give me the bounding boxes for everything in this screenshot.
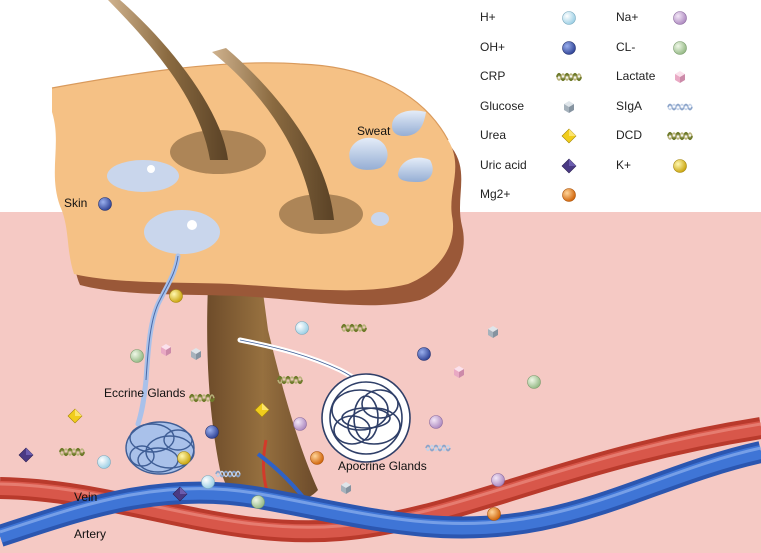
h-ion (296, 322, 309, 335)
legend-item-right-2: Lactate (616, 65, 696, 91)
h-ion (98, 456, 111, 469)
purple-diamond-icon (553, 154, 585, 178)
lavender-sphere-icon (664, 6, 696, 30)
cl-ion (528, 376, 541, 389)
legend-item-right-5: K+ (616, 154, 696, 180)
siga-protein (426, 446, 450, 451)
pink-cube-icon (664, 65, 696, 89)
oh-ion (206, 426, 219, 439)
dcd-peptide (278, 377, 302, 383)
k-ion (170, 290, 183, 303)
legend-label: Na+ (616, 10, 638, 24)
crp-protein (342, 325, 366, 331)
legend-label: SIgA (616, 99, 642, 113)
crp-protein (190, 395, 214, 401)
blue-sphere-icon (553, 36, 585, 60)
legend-label: Uric acid (480, 158, 527, 172)
legend-label: Lactate (616, 69, 655, 83)
legend-item-left-1: OH+ (480, 36, 585, 62)
sweat-label: Sweat (357, 124, 390, 138)
eccrine-glands-label: Eccrine Glands (104, 386, 185, 400)
legend-label: K+ (616, 158, 631, 172)
h-ion (202, 476, 215, 489)
olive-helix-icon (664, 124, 696, 148)
legend-label: Mg2+ (480, 187, 510, 201)
cl-ion (131, 350, 144, 363)
skin-label: Skin (64, 196, 87, 210)
oh-ion (99, 198, 112, 211)
dcd-peptide (60, 449, 84, 455)
light-cyan-sphere-icon (553, 6, 585, 30)
yellow-sphere-icon (664, 154, 696, 178)
legend-label: H+ (480, 10, 496, 24)
legend-item-right-0: Na+ (616, 6, 696, 32)
legend-item-left-6: Mg2+ (480, 183, 585, 209)
legend-item-left-5: Uric acid (480, 154, 585, 180)
legend-label: CL- (616, 40, 635, 54)
apocrine-glands-label: Apocrine Glands (338, 459, 427, 473)
legend-item-left-4: Urea (480, 124, 585, 150)
siga-protein (216, 472, 240, 477)
blue-helix-icon (664, 95, 696, 119)
legend-label: Glucose (480, 99, 524, 113)
artery-label: Artery (74, 527, 106, 541)
legend-item-left-3: Glucose (480, 95, 585, 121)
orange-sphere-icon (553, 183, 585, 207)
legend-item-left-2: CRP (480, 65, 585, 91)
na-ion (294, 418, 307, 431)
na-ion (492, 474, 505, 487)
legend-label: CRP (480, 69, 505, 83)
olive-helix-icon (553, 65, 585, 89)
mg-ion (488, 508, 501, 521)
legend-label: Urea (480, 128, 506, 142)
eccrine-gland-coil (126, 422, 194, 474)
legend-item-left-0: H+ (480, 6, 585, 32)
legend-label: DCD (616, 128, 642, 142)
legend-item-right-4: DCD (616, 124, 696, 150)
green-sphere-icon (664, 36, 696, 60)
oh-ion (418, 348, 431, 361)
sweat-pool (144, 210, 220, 254)
sweat-pool (371, 212, 389, 226)
cl-ion (252, 496, 265, 509)
mg-ion (311, 452, 324, 465)
apocrine-gland-coil (322, 374, 410, 462)
yellow-diamond-icon (553, 124, 585, 148)
sweat-pool (107, 160, 179, 192)
legend-item-right-3: SIgA (616, 95, 696, 121)
gray-cube-icon (553, 95, 585, 119)
vein-label: Vein (74, 490, 97, 504)
k-ion (178, 452, 191, 465)
legend-label: OH+ (480, 40, 505, 54)
legend-item-right-1: CL- (616, 36, 696, 62)
na-ion (430, 416, 443, 429)
